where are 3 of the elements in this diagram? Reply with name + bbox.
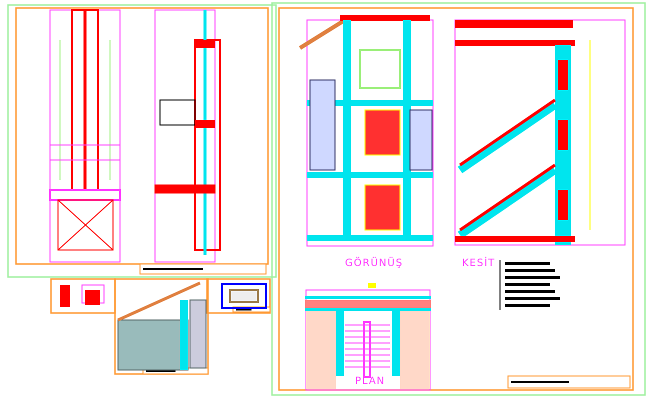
drawing-title: GÖRÜNÜŞ [345,258,404,269]
drawing-title: PLAN [355,376,386,387]
drawing-title: KESİT [462,258,496,269]
